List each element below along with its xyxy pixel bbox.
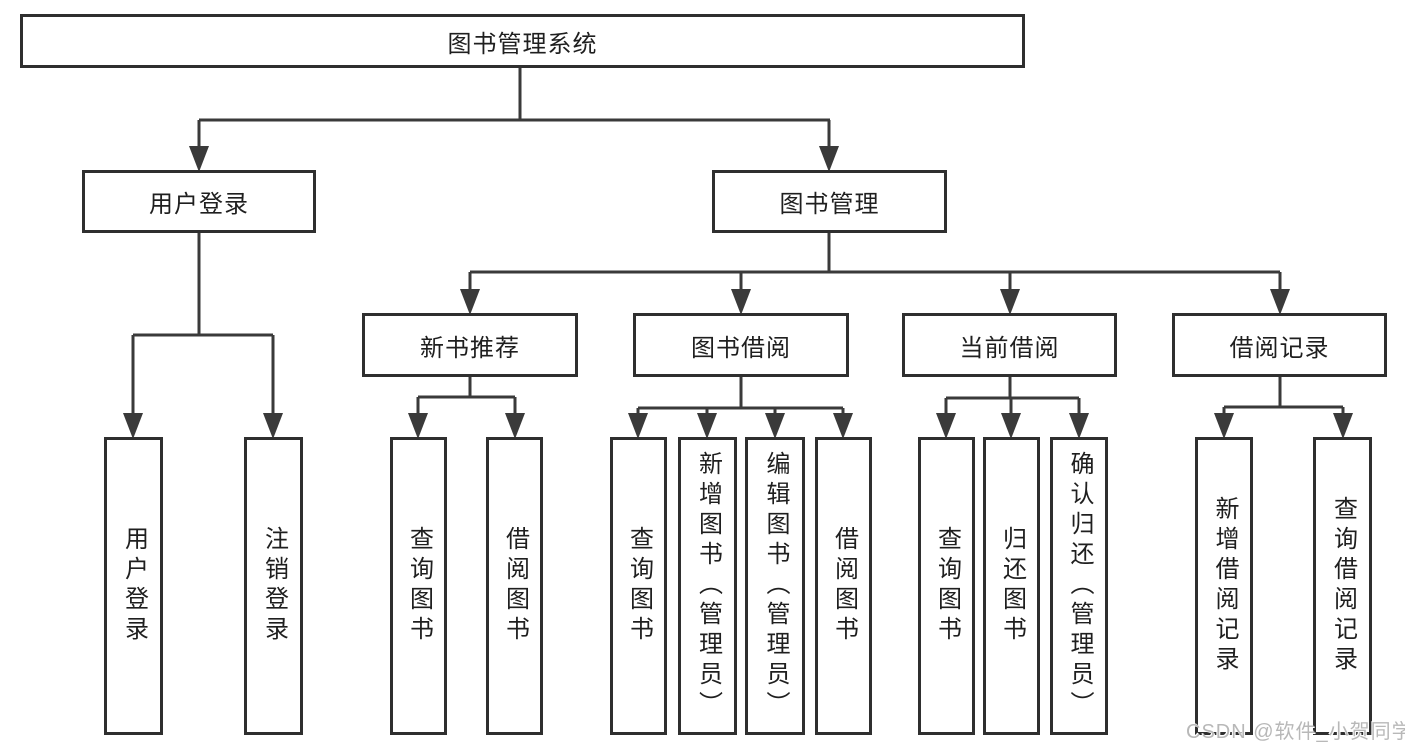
- node-label: 确认归还（管理员）: [1066, 451, 1093, 721]
- node-leaf-query-books-recommend: 查询图书: [390, 437, 447, 735]
- node-leaf-borrow-books: 借阅图书: [815, 437, 872, 735]
- node-label: 查询图书: [625, 526, 653, 646]
- node-leaf-logout: 注销登录: [244, 437, 303, 735]
- node-leaf-borrow-books-recommend: 借阅图书: [486, 437, 543, 735]
- node-leaf-query-books-current: 查询图书: [918, 437, 975, 735]
- node-label: 用户登录: [120, 526, 148, 646]
- node-label: 注销登录: [260, 526, 288, 646]
- watermark: CSDN @软件_小贺同学: [1186, 721, 1405, 743]
- node-current-borrowing: 当前借阅: [902, 313, 1117, 377]
- node-label: 借阅图书: [501, 526, 529, 646]
- node-label: 图书借阅: [691, 334, 791, 362]
- node-leaf-return-books: 归还图书: [983, 437, 1040, 735]
- node-user-login: 用户登录: [82, 170, 316, 233]
- node-label: 图书管理: [779, 191, 880, 218]
- node-leaf-user-login: 用户登录: [104, 437, 163, 735]
- node-label: 新增借阅记录: [1211, 496, 1238, 676]
- node-new-book-recommend: 新书推荐: [362, 313, 578, 377]
- node-label: 新书推荐: [420, 334, 520, 362]
- node-leaf-edit-books-admin: 编辑图书（管理员）: [745, 437, 805, 735]
- node-book-borrowing: 图书借阅: [633, 313, 849, 377]
- node-borrowing-records: 借阅记录: [1172, 313, 1387, 377]
- node-label: 借阅图书: [830, 526, 858, 646]
- node-leaf-add-books-admin: 新增图书（管理员）: [678, 437, 737, 735]
- node-label: 查询图书: [405, 526, 433, 646]
- node-leaf-add-borrow-record: 新增借阅记录: [1195, 437, 1253, 735]
- node-label: 图书管理系统: [447, 30, 598, 58]
- node-leaf-query-borrow-record: 查询借阅记录: [1313, 437, 1372, 735]
- node-label: 借阅记录: [1229, 334, 1330, 362]
- node-label: 归还图书: [998, 526, 1026, 646]
- node-label: 编辑图书（管理员）: [762, 451, 789, 721]
- node-label: 查询借阅记录: [1329, 496, 1357, 676]
- node-label: 新增图书（管理员）: [694, 451, 722, 721]
- node-label: 查询图书: [933, 526, 961, 646]
- node-leaf-confirm-return-admin: 确认归还（管理员）: [1050, 437, 1108, 735]
- node-label: 用户登录: [149, 191, 249, 218]
- node-book-management: 图书管理: [712, 170, 947, 233]
- node-leaf-query-books-borrowing: 查询图书: [610, 437, 667, 735]
- node-label: 当前借阅: [959, 334, 1060, 362]
- node-library-system: 图书管理系统: [20, 14, 1025, 68]
